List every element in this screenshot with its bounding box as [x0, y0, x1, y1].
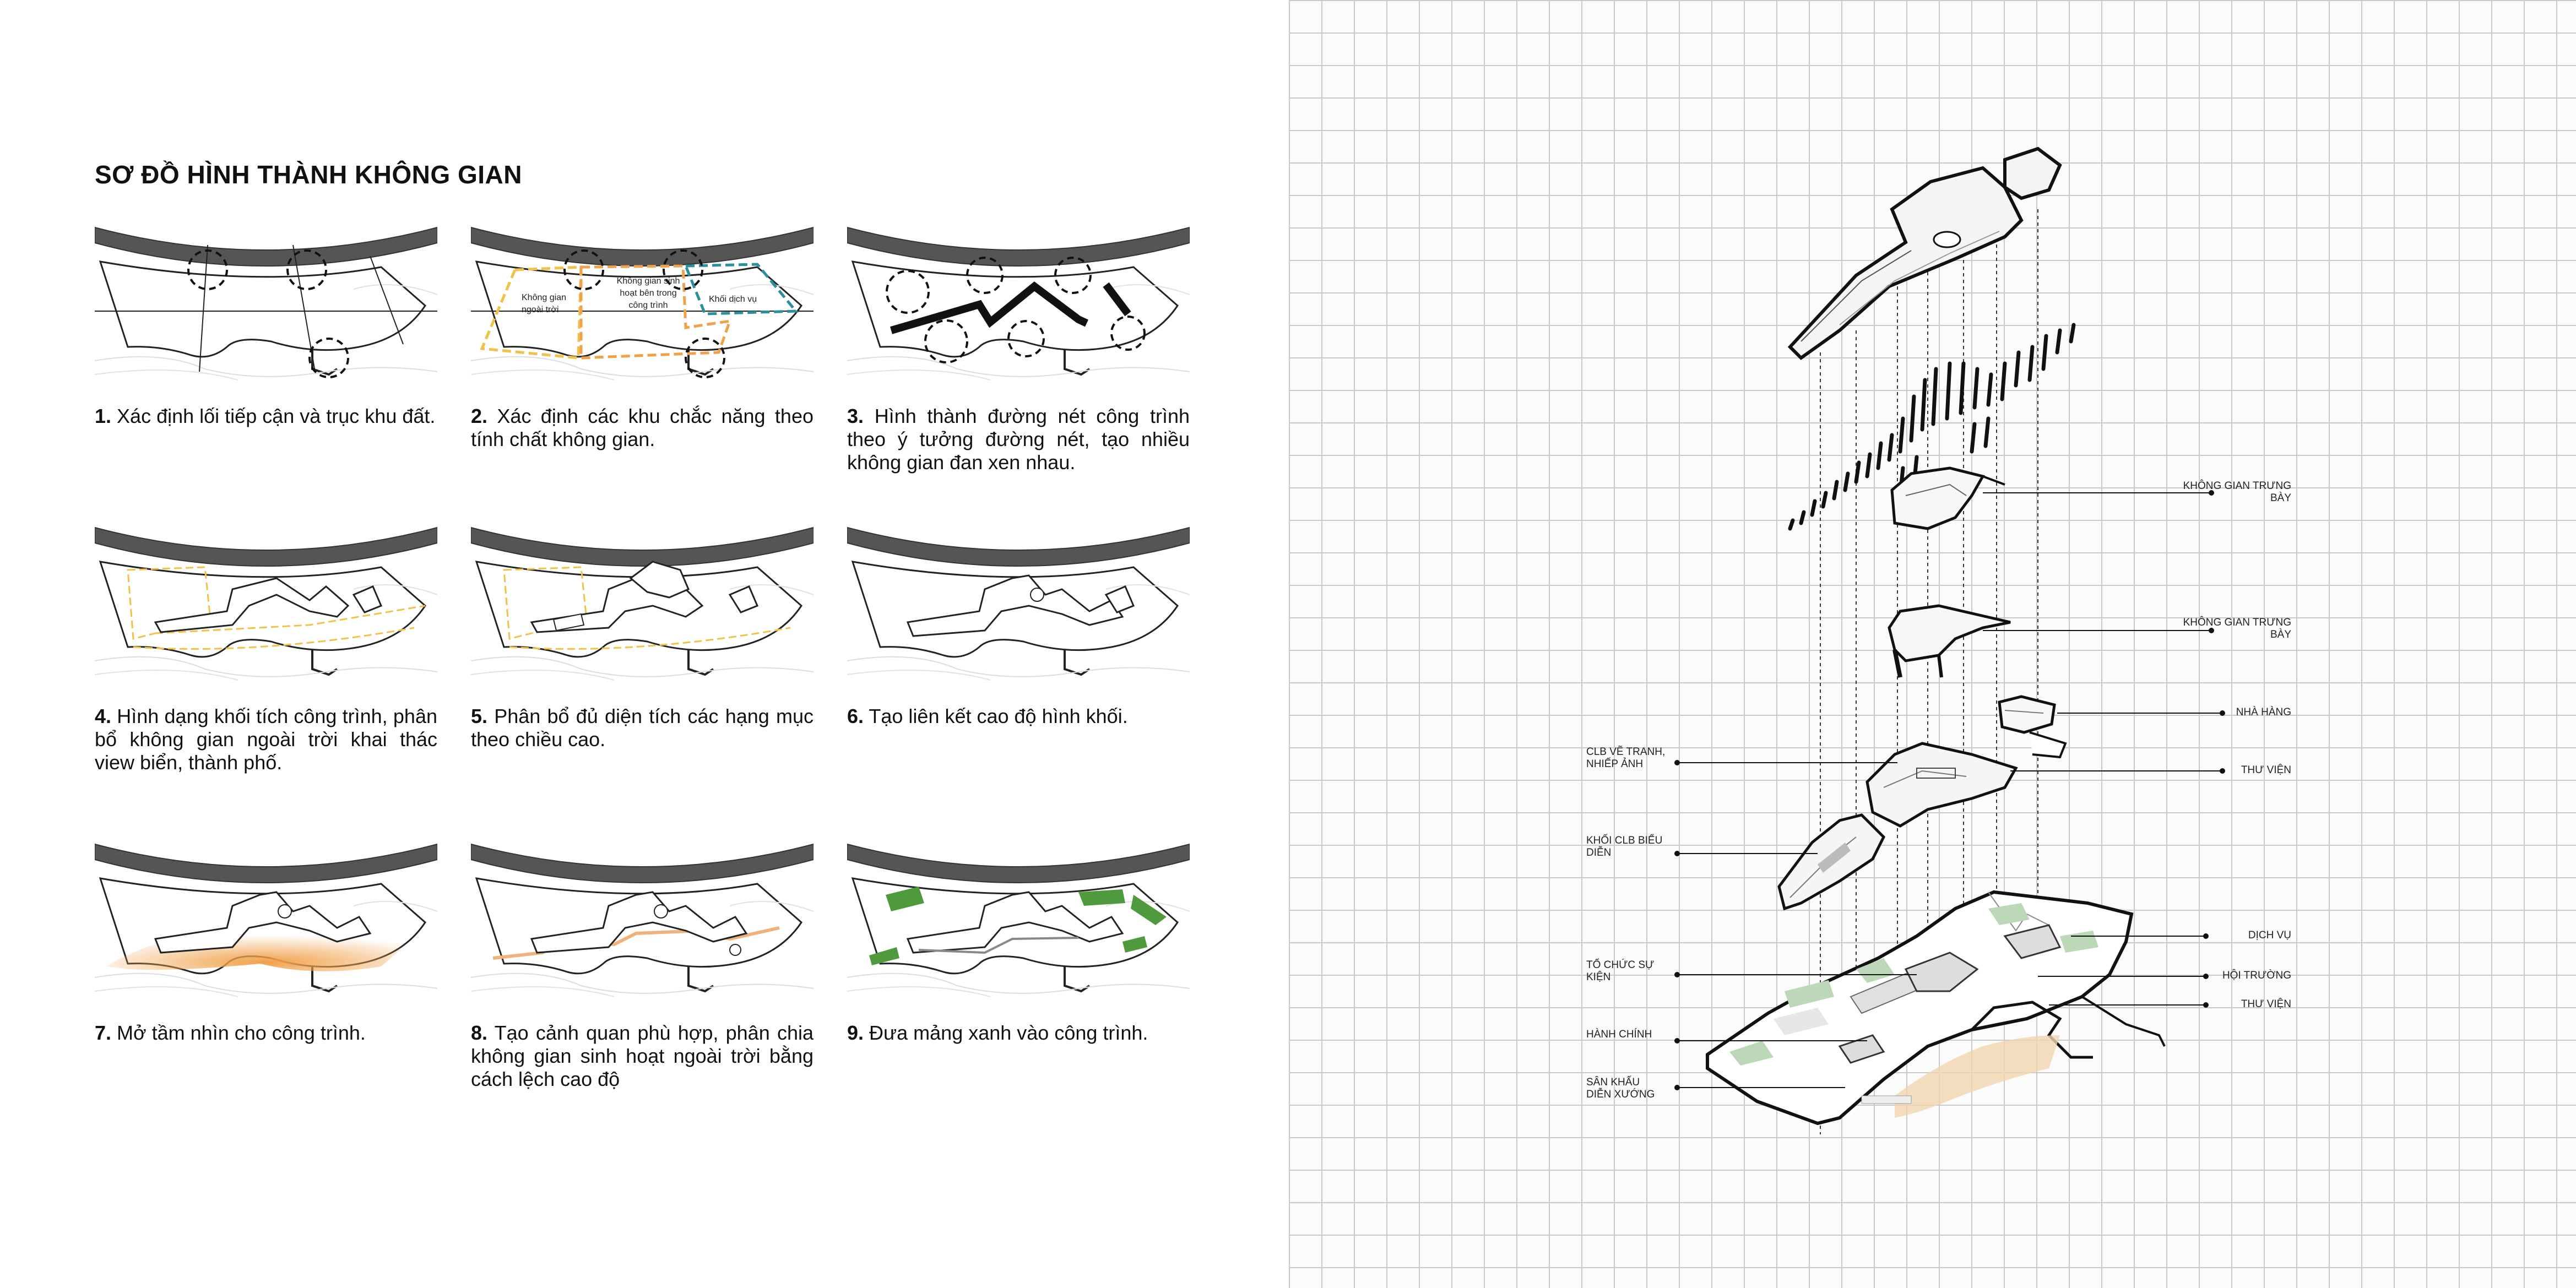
step-7-caption: 7. Mở tầm nhìn cho công trình. — [95, 1021, 366, 1044]
label-perform-club: KHỐI CLB BIỂU DIỄN — [1586, 835, 1663, 858]
zone-service-label: Khối dịch vụ — [709, 295, 757, 304]
step-1-caption: 1. Xác định lối tiếp cận và trục khu đất… — [95, 405, 436, 427]
label-service: DỊCH VỤ — [2248, 930, 2291, 941]
step-2-diagram — [471, 226, 814, 381]
label-admin: HÀNH CHÍNH — [1586, 1029, 1652, 1040]
exhibit-level-1 — [1890, 466, 2005, 530]
fins-layer — [1788, 323, 2076, 531]
step-8-diagram — [471, 843, 814, 998]
page-title: SƠ ĐỒ HÌNH THÀNH KHÔNG GIAN — [95, 160, 522, 189]
library-level — [1865, 742, 2018, 828]
label-exhibit-1: KHÔNG GIAN TRƯNG BÀY — [2183, 480, 2291, 504]
label-library-2: THƯ VIỆN — [2241, 998, 2291, 1010]
performance-club — [1777, 813, 1886, 911]
exploded-axonometric — [1674, 146, 2225, 1134]
right-panel-grid: KHÔNG GIAN TRƯNG BÀY KHÔNG GIAN TRƯNG BÀ… — [1289, 0, 2576, 1288]
step-1-diagram — [95, 226, 437, 381]
label-event: TỔ CHỨC SỰ KIỆN — [1586, 959, 1655, 983]
step-9-caption: 9. Đưa mảng xanh vào công trình. — [847, 1021, 1148, 1044]
step-3-diagram — [847, 226, 1190, 381]
step-4-diagram — [95, 526, 437, 681]
exhibit-level-2 — [1888, 604, 2011, 678]
step-6-diagram — [847, 526, 1190, 681]
restaurant-block — [1998, 695, 2067, 759]
step-3-caption: 3. Hình thành đường nét công trình theo … — [847, 405, 1190, 474]
step-4-caption: 4. Hình dạng khối tích công trình, phân … — [95, 705, 437, 774]
step-6-caption: 6. Tạo liên kết cao độ hình khối. — [847, 705, 1128, 727]
step-7-diagram — [95, 843, 437, 998]
label-stage: SÂN KHẤU DIỄN XƯỚNG — [1586, 1077, 1655, 1100]
step-2-caption: 2. Xác định các khu chắc năng theo tính … — [471, 405, 814, 450]
label-library-1: THƯ VIỆN — [2241, 764, 2291, 776]
step-8-caption: 8. Tạo cảnh quan phù hợp, phân chia khôn… — [471, 1021, 814, 1090]
left-panel: SƠ ĐỒ HÌNH THÀNH KHÔNG GIAN — [95, 160, 1190, 1090]
label-exhibit-2: KHÔNG GIAN TRƯNG BÀY — [2183, 617, 2291, 640]
ground-site — [1706, 890, 2166, 1126]
label-paint-club: CLB VẼ TRANH, NHIẾP ẢNH — [1586, 746, 1666, 770]
zone-outdoor-label: Không gian ngoài trời — [522, 293, 566, 314]
step-5-caption: 5. Phân bổ đủ diện tích các hạng mục the… — [471, 705, 814, 751]
step-9-diagram — [847, 843, 1190, 998]
zone-indoor-label: Không gian sinh hoạt bên trong công trìn… — [616, 276, 680, 310]
label-restaurant: NHÀ HÀNG — [2236, 707, 2291, 718]
step-5-diagram — [471, 526, 814, 681]
label-hall: HỘI TRƯỜNG — [2222, 970, 2291, 981]
roof-layer — [1787, 146, 2062, 360]
